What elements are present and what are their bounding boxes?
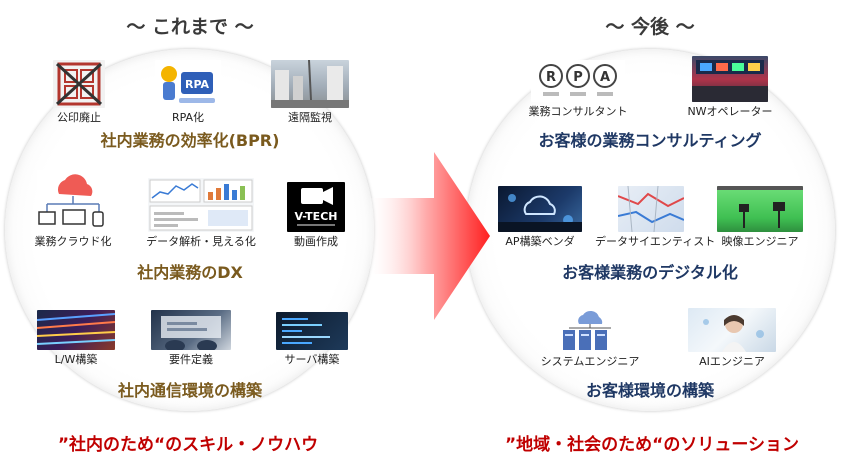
left-heading-bpr: 社内業務の効率化(BPR) bbox=[100, 131, 280, 150]
rpa-robot-icon: RPA bbox=[155, 60, 221, 108]
right-heading-consulting: お客様の業務コンサルティング bbox=[538, 131, 762, 150]
caption-remote: 遠隔監視 bbox=[288, 111, 332, 124]
network-cables-photo bbox=[37, 310, 115, 350]
right-item-video-eng: 映像エンジニア bbox=[712, 186, 808, 249]
video-camera-icon: V-TECH bbox=[287, 182, 345, 232]
green-screen-studio-photo bbox=[717, 186, 803, 232]
left-item-server: サーバ構築 bbox=[272, 312, 352, 367]
map-data-photo bbox=[618, 186, 684, 232]
left-item-rpa: RPA RPA化 bbox=[150, 60, 226, 125]
rpa-logo-text: RPA bbox=[185, 78, 210, 91]
remote-monitoring-photo bbox=[271, 60, 349, 108]
data-dashboard-icon bbox=[148, 178, 254, 232]
right-heading-env: お客様環境の構築 bbox=[585, 381, 714, 400]
right-item-ds: データサイエンティスト bbox=[595, 186, 716, 249]
requirements-meeting-photo bbox=[151, 310, 231, 350]
transition-arrow-icon bbox=[370, 152, 490, 320]
right-title: ～ 今後 ～ bbox=[605, 16, 695, 38]
caption-req: 要件定義 bbox=[169, 353, 213, 366]
ai-engineer-photo bbox=[688, 308, 776, 352]
caption-video-eng: 映像エンジニア bbox=[721, 235, 799, 248]
left-footer: ”社内のため“のスキル・ノウハウ bbox=[57, 435, 319, 455]
caption-consult: 業務コンサルタント bbox=[528, 105, 628, 118]
left-item-cloud: 業務クラウド化 bbox=[28, 170, 118, 249]
left-item-req: 要件定義 bbox=[148, 310, 234, 367]
left-item-seal: 公印廃止 bbox=[45, 60, 113, 125]
left-heading-env: 社内通信環境の構築 bbox=[117, 381, 262, 400]
right-item-sys: システムエンジニア bbox=[535, 310, 645, 369]
rpa-circles-icon: R P A bbox=[531, 60, 625, 102]
caption-nwop: NWオペレーター bbox=[687, 105, 773, 118]
rpa-letter-p: P bbox=[573, 70, 583, 85]
caption-seal: 公印廃止 bbox=[57, 111, 101, 124]
left-item-lw: L/W構築 bbox=[35, 310, 117, 367]
rpa-letter-a: A bbox=[600, 70, 610, 85]
caption-video: 動画作成 bbox=[294, 235, 338, 248]
caption-sys: システムエンジニア bbox=[540, 355, 640, 368]
left-item-remote: 遠隔監視 bbox=[270, 60, 350, 125]
caption-server: サーバ構築 bbox=[284, 353, 340, 366]
right-item-ai: AIエンジニア bbox=[685, 308, 779, 369]
caption-cloud: 業務クラウド化 bbox=[34, 235, 112, 248]
left-title: ～ これまで ～ bbox=[126, 16, 254, 38]
vtech-logo-text: V-TECH bbox=[295, 210, 338, 223]
network-operation-photo bbox=[692, 56, 768, 102]
caption-data: データ解析・見える化 bbox=[146, 235, 256, 248]
server-code-photo bbox=[276, 312, 348, 350]
cloud-servers-icon bbox=[555, 310, 625, 352]
caption-ai: AIエンジニア bbox=[699, 355, 765, 368]
right-item-consult: R P A 業務コンサルタント bbox=[528, 60, 628, 119]
cloud-application-photo bbox=[498, 186, 582, 232]
rpa-letter-r: R bbox=[546, 70, 556, 85]
caption-ap: AP構築ベンダ bbox=[505, 235, 575, 248]
left-item-video: V-TECH 動画作成 bbox=[280, 182, 352, 249]
right-item-nwop: NWオペレーター bbox=[685, 56, 775, 119]
caption-ds: データサイエンティスト bbox=[595, 235, 716, 248]
seal-stamp-icon bbox=[53, 60, 105, 108]
right-footer: ”地域・社会のため“のソリューション bbox=[504, 435, 799, 455]
cloud-network-icon bbox=[37, 170, 109, 232]
left-heading-dx: 社内業務のDX bbox=[137, 263, 243, 282]
right-heading-digital: お客様業務のデジタル化 bbox=[562, 263, 738, 282]
caption-rpa: RPA化 bbox=[171, 111, 205, 124]
caption-lw: L/W構築 bbox=[54, 353, 98, 366]
right-item-ap: AP構築ベンダ bbox=[495, 186, 585, 249]
left-item-data: データ解析・見える化 bbox=[138, 178, 264, 249]
